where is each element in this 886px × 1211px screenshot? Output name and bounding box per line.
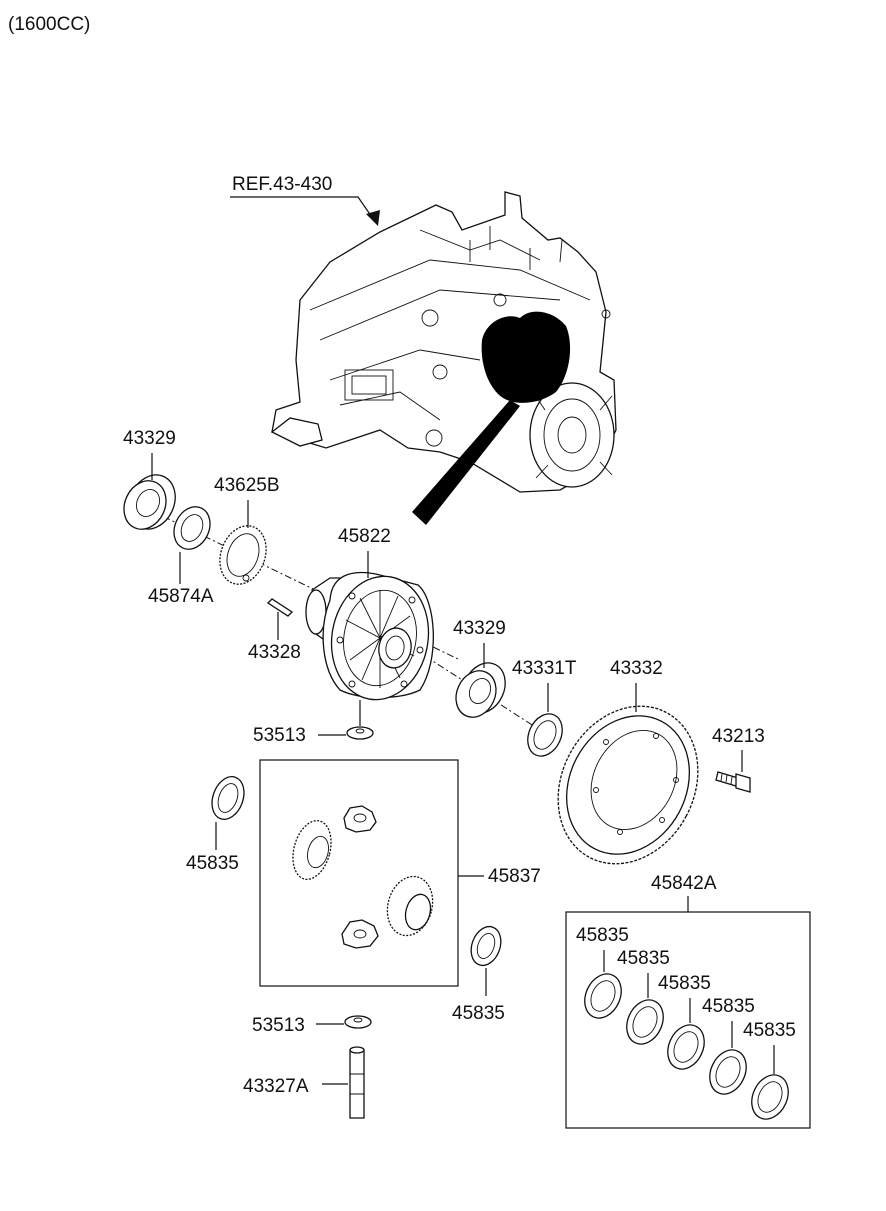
side-gear-right	[386, 875, 434, 937]
label-kit-shim-5: 45835	[743, 1020, 796, 1041]
pinion-gear-bottom	[341, 919, 379, 949]
label-washer-top: 53513	[253, 725, 306, 746]
ring-gear	[557, 705, 699, 865]
label-washer-mid: 45835	[452, 1003, 505, 1024]
reference-leader	[230, 196, 375, 221]
label-shim-kit: 45842A	[651, 873, 717, 894]
reference-arrow	[366, 210, 380, 226]
label-kit-shim-2: 45835	[617, 948, 670, 969]
label-kit-shim-4: 45835	[702, 996, 755, 1017]
differential-case	[305, 571, 434, 701]
label-shim: 43331T	[512, 658, 577, 679]
transmission-housing	[270, 191, 617, 493]
variant-label: (1600CC)	[8, 14, 90, 35]
label-bolt: 43213	[712, 726, 765, 747]
bolt	[715, 771, 751, 793]
label-differential-case: 45822	[338, 526, 391, 547]
label-shaft: 43327A	[243, 1076, 309, 1097]
label-gear-kit: 45837	[488, 866, 541, 887]
label-kit-shim-1: 45835	[576, 925, 629, 946]
label-pin: 43328	[248, 642, 301, 663]
label-seal: 45874A	[148, 586, 214, 607]
washer-left	[211, 776, 245, 820]
gear-kit-box	[259, 759, 459, 987]
label-tone-ring: 43625B	[214, 475, 280, 496]
reference-label: REF.43-430	[232, 174, 332, 195]
label-ring-gear: 43332	[610, 658, 663, 679]
label-bearing-right: 43329	[453, 618, 506, 639]
label-washer-bottom: 53513	[252, 1015, 305, 1036]
kit-shim-4	[709, 1049, 747, 1095]
side-gear-left	[292, 820, 332, 880]
shim-kit-box	[565, 911, 811, 1129]
label-washer-left: 45835	[186, 853, 239, 874]
shim	[527, 713, 563, 757]
bearing-left	[123, 474, 176, 530]
pin	[266, 598, 294, 617]
kit-shim-2	[626, 999, 664, 1045]
location-pointer	[412, 400, 520, 525]
pinion-shaft	[349, 1046, 365, 1119]
kit-shim-1	[584, 973, 622, 1019]
assembly-axis-right	[399, 639, 541, 731]
kit-shim-5	[751, 1074, 789, 1120]
seal	[173, 506, 211, 550]
kit-shim-3	[667, 1024, 705, 1070]
washer-bottom	[344, 1015, 372, 1029]
label-kit-shim-3: 45835	[658, 973, 711, 994]
bearing-right	[455, 662, 506, 718]
pinion-gear-top	[343, 805, 377, 833]
tone-ring	[219, 525, 267, 585]
washer-mid	[470, 925, 502, 967]
label-bearing-left: 43329	[123, 428, 176, 449]
washer-top	[346, 726, 374, 740]
